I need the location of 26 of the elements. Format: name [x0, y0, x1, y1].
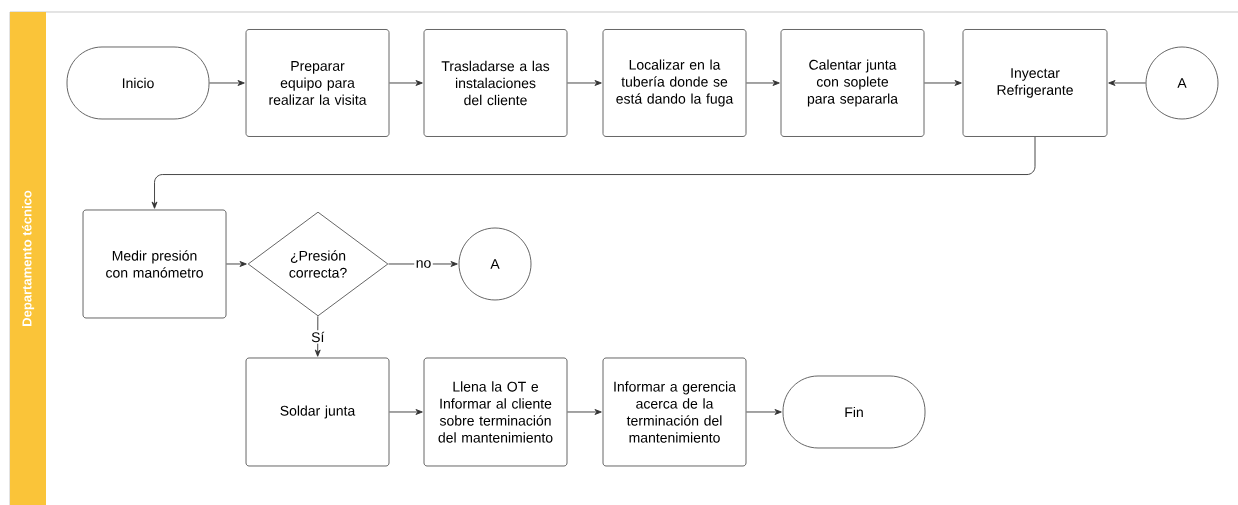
process-box: Trasladarse a las instalaciones del cliente: [423, 29, 568, 137]
process-box: Llena la OT e Informar al cliente sobre terminación del mantenimiento: [423, 357, 568, 467]
arrow: [567, 80, 602, 86]
terminal-box: Inicio: [66, 46, 210, 120]
arrow: [151, 136, 1036, 209]
arrow: [314, 315, 321, 357]
arrow: [388, 261, 458, 267]
arrow: [226, 261, 247, 267]
arrow: [567, 409, 602, 415]
process-box: Informar a gerencia acerca de la terminación del mantenimiento: [602, 357, 747, 467]
process-box: Medir presión con manómetro: [82, 209, 227, 319]
arrow: [1108, 80, 1146, 86]
terminal-box: Fin: [782, 375, 926, 449]
process-box: Preparar equipo para realizar la visita: [245, 29, 390, 137]
arrow: [389, 80, 423, 86]
process-box: Inyectar Refrigerante: [962, 29, 1108, 137]
arrow: [924, 80, 962, 86]
arrow: [389, 409, 423, 415]
arrow: [209, 80, 245, 86]
arrow: [746, 80, 780, 86]
edge-label: no: [414, 258, 433, 270]
arrow: [746, 409, 782, 415]
edge-label: Sí: [309, 330, 326, 344]
process-box: Calentar junta con soplete para separarla: [780, 29, 925, 137]
process-box: Localizar en la tubería donde se está dando la fuga: [602, 29, 747, 137]
process-box: Soldar junta: [245, 357, 390, 467]
